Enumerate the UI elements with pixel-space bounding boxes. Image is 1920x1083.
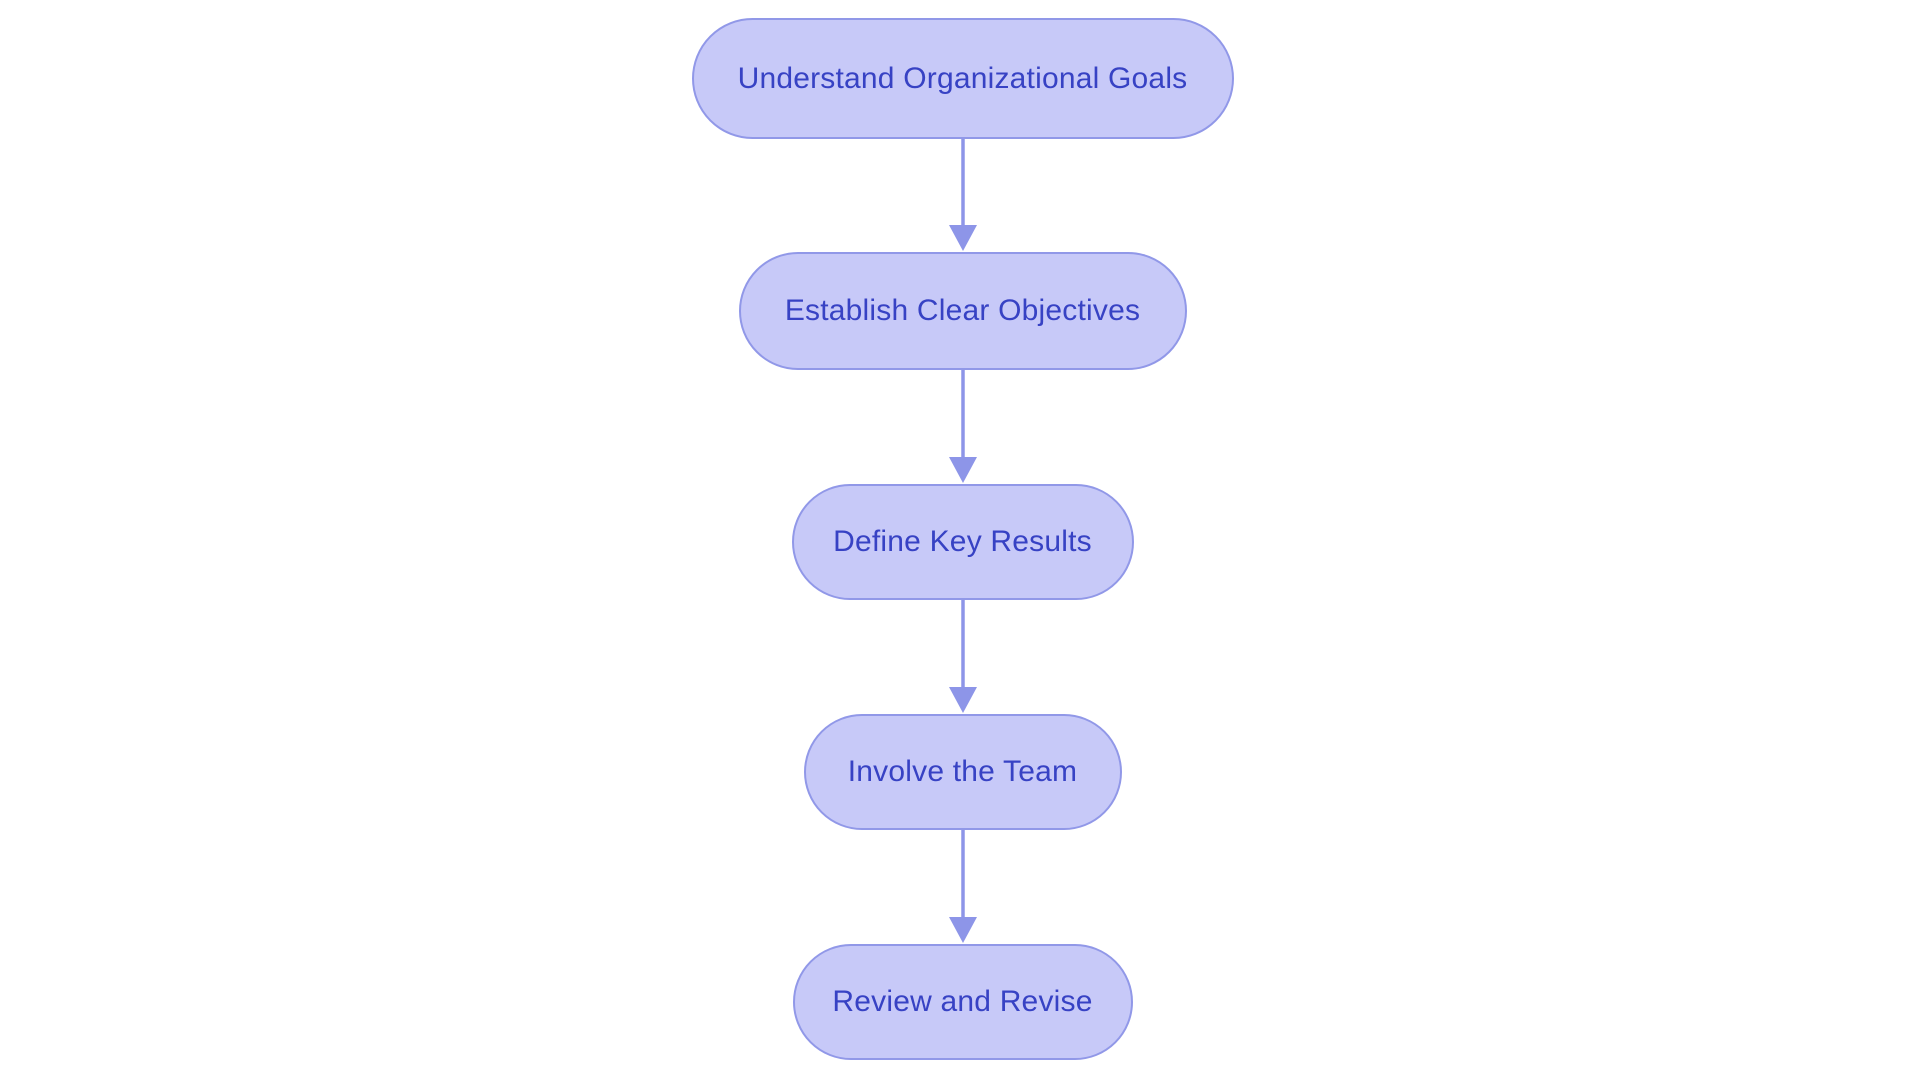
flowchart-column: Understand Organizational Goals Establis…	[0, 18, 1920, 1060]
flow-node-understand-organizational-goals: Understand Organizational Goals	[691, 18, 1234, 139]
flow-node-label: Understand Organizational Goals	[737, 61, 1188, 95]
flow-node-label: Review and Revise	[832, 985, 1093, 1018]
flow-node-label: Define Key Results	[833, 525, 1092, 558]
arrow-down-icon	[948, 600, 977, 713]
flow-node-involve-the-team: Involve the Team	[803, 714, 1122, 830]
arrow-down-icon	[948, 139, 977, 251]
flow-node-establish-clear-objectives: Establish Clear Objectives	[738, 252, 1187, 370]
flow-node-label: Involve the Team	[847, 755, 1078, 788]
flow-node-define-key-results: Define Key Results	[791, 484, 1134, 600]
flow-node-label: Establish Clear Objectives	[784, 294, 1141, 327]
flow-node-review-and-revise: Review and Revise	[792, 944, 1133, 1060]
arrow-down-icon	[948, 830, 977, 943]
arrow-down-icon	[948, 370, 977, 483]
